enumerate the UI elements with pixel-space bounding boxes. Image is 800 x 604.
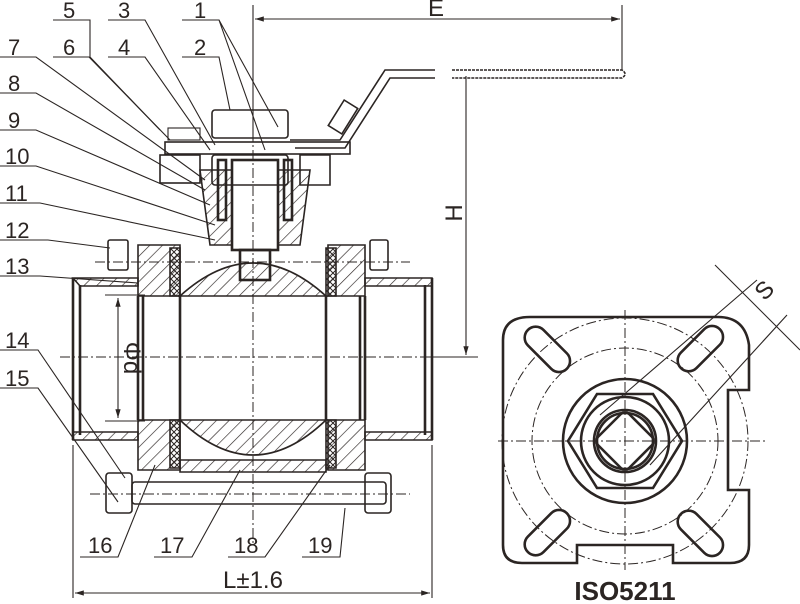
body-bottom [179,459,327,473]
iso5211-top-view: S ISO5211 [498,264,800,604]
part-label-7: 7 [8,35,20,60]
callouts: 5 3 1 6 4 2 7 8 9 10 11 12 13 [0,0,346,558]
part-label-19: 19 [308,533,332,558]
dimension-bore-label: Φd [118,342,145,375]
mounting-slot-bottom-left [523,508,572,557]
mounting-pad-outline [501,315,751,565]
stem-square [595,411,655,471]
dimension-length-label: L±1.6 [223,567,283,594]
part-label-3: 3 [118,0,130,23]
right-end-cap [358,277,434,441]
hex-nut [566,392,684,490]
part-label-16: 16 [88,533,112,558]
part-label-13: 13 [5,254,29,279]
dimension-h-label: H [441,204,468,221]
part-label-12: 12 [5,218,29,243]
ball-bore [178,296,328,420]
part-label-8: 8 [8,71,20,96]
dimension-s-label: S [749,275,779,305]
seat-left-bottom [169,419,181,469]
handle [290,69,626,149]
part-label-11: 11 [5,181,28,206]
part-label-2: 2 [194,35,206,60]
seat-right-bottom [325,419,337,469]
ball-bottom [178,419,328,456]
seat-right-top [325,247,337,297]
part-label-10: 10 [5,144,29,169]
bottom-bolt [90,472,410,514]
seat-left-top [169,247,181,297]
part-label-14: 14 [5,328,29,353]
iso5211-caption: ISO5211 [574,576,675,604]
section-view: Φd E H L±1.6 5 3 1 6 4 2 [0,0,626,598]
part-label-9: 9 [8,108,20,133]
part-label-15: 15 [5,366,29,391]
part-label-4: 4 [118,35,130,60]
part-label-18: 18 [234,533,258,558]
stem [199,158,311,282]
part-label-1: 1 [194,0,206,23]
mounting-slot-top-left [523,325,572,374]
top-bolt-right [369,239,389,271]
mounting-slot-bottom-right [676,509,725,558]
part-label-5: 5 [63,0,75,23]
mounting-slot-top-right [676,324,725,373]
top-bolt-left [107,239,129,271]
part-label-17: 17 [160,533,184,558]
part-label-6: 6 [63,35,75,60]
gland-nut [159,109,351,186]
dimension-e-label: E [428,0,444,22]
